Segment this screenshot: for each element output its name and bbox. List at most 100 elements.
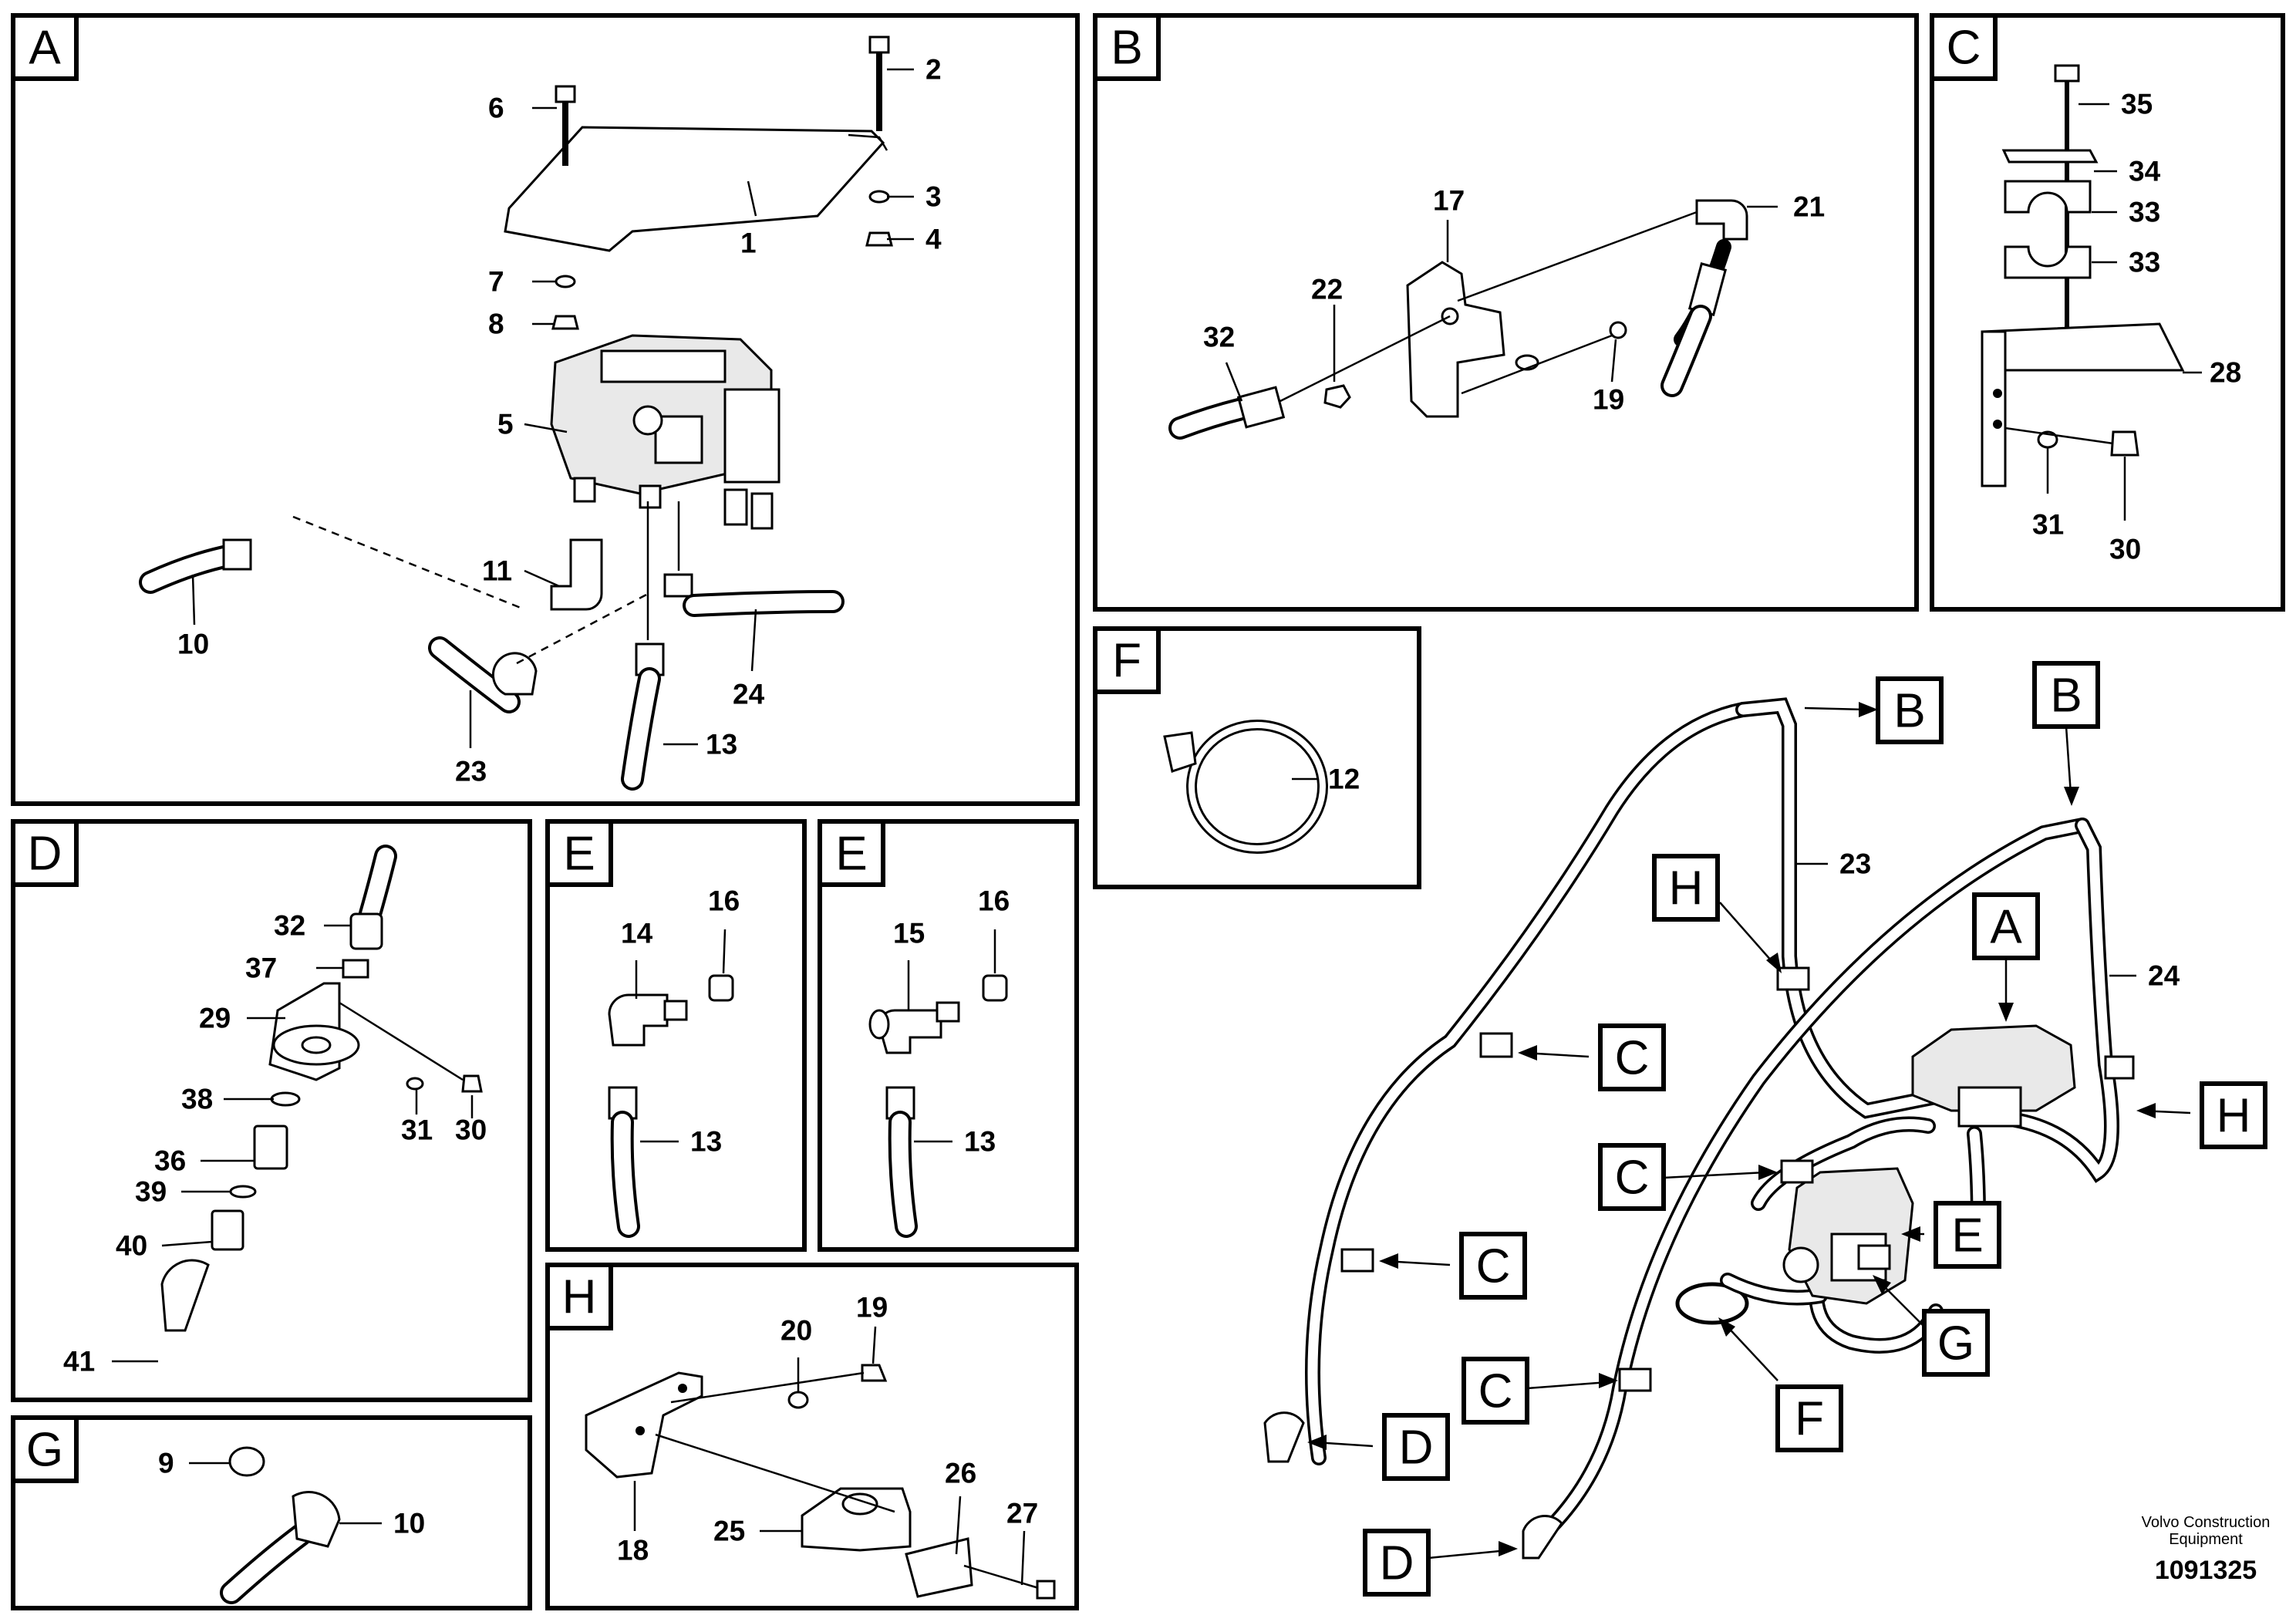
part-number: 13 — [964, 1126, 996, 1158]
part-number: 4 — [925, 224, 942, 255]
part-number: 23 — [1839, 848, 1871, 880]
panel-d-letter: D — [28, 828, 62, 881]
panel-e-letter: E — [835, 828, 867, 881]
part-number: 29 — [199, 1003, 231, 1034]
part-number: 35 — [2121, 89, 2153, 120]
part-number: 34 — [2129, 156, 2161, 187]
part-number: 7 — [488, 266, 504, 298]
part-number: 39 — [135, 1176, 167, 1208]
part-number: 36 — [154, 1145, 186, 1177]
part-number: 3 — [925, 181, 942, 213]
clamp-block — [801, 1487, 912, 1552]
panel-e-14: E 14 16 13 — [545, 819, 807, 1252]
panel-c: C 35 34 33 33 28 31 30 — [1930, 13, 2285, 612]
part-number: 33 — [2129, 247, 2160, 278]
clamp-half-lower — [2004, 245, 2092, 279]
panel-f-letter: F — [1112, 635, 1141, 688]
callout-h: H — [1669, 862, 1704, 916]
callout-h: H — [2217, 1090, 2251, 1143]
callout-g: G — [1937, 1317, 1974, 1371]
part-number: 16 — [978, 885, 1010, 917]
panel-g-letter: G — [26, 1424, 63, 1477]
part-number: 24 — [733, 679, 765, 710]
callout-d: D — [1399, 1421, 1434, 1475]
part-number: 1 — [740, 228, 757, 259]
bracket — [1406, 261, 1505, 418]
part-number: 19 — [856, 1292, 888, 1324]
part-number: 13 — [706, 729, 737, 760]
company-name: Volvo Construction — [2142, 1514, 2271, 1531]
callout-c: C — [1615, 1152, 1650, 1205]
panel-h-letter: H — [562, 1271, 597, 1324]
callout-e: E — [1951, 1209, 1983, 1263]
part-number: 31 — [2032, 509, 2064, 541]
part-number: 21 — [1793, 191, 1825, 223]
panel-g: G 9 10 — [11, 1415, 532, 1610]
part-number: 13 — [690, 1126, 722, 1158]
part-number: 16 — [708, 885, 740, 917]
panel-a-letter: A — [29, 22, 61, 75]
overview-valve-block — [1911, 1024, 2076, 1112]
footer: Volvo Construction Equipment 1091325 — [2142, 1514, 2271, 1585]
part-number: 32 — [1203, 322, 1235, 353]
callout-d: D — [1380, 1537, 1414, 1590]
part-number: 31 — [401, 1114, 433, 1146]
part-number: 28 — [2210, 357, 2241, 389]
panel-a: A — [11, 13, 1080, 806]
panel-d: D 32 37 29 38 36 39 40 41 31 30 — [11, 819, 532, 1402]
panel-h: H 18 19 20 25 26 27 — [545, 1263, 1079, 1610]
callout-b: B — [1893, 685, 1925, 738]
part-number: 30 — [2109, 534, 2141, 565]
part-number: 19 — [1593, 384, 1624, 416]
part-number: 24 — [2148, 960, 2180, 992]
part-number: 25 — [713, 1516, 745, 1547]
panel-c-letter: C — [1947, 22, 1981, 75]
part-number: 27 — [1006, 1498, 1038, 1529]
part-number: 6 — [488, 93, 504, 124]
tee-fitting — [878, 1009, 942, 1054]
callout-b: B — [2050, 669, 2082, 723]
company-name-line2: Equipment — [2169, 1531, 2243, 1548]
part-number: 26 — [945, 1458, 976, 1489]
part-number: 15 — [893, 918, 925, 949]
part-number: 20 — [781, 1315, 812, 1347]
clamp-half-upper — [2004, 180, 2092, 214]
c-bracket — [1981, 322, 2185, 372]
part-number: 14 — [621, 918, 653, 949]
part-number: 30 — [455, 1114, 487, 1146]
panel-e-15: E 15 16 13 — [818, 819, 1079, 1252]
part-number: 22 — [1311, 274, 1343, 305]
h-bracket — [585, 1371, 703, 1479]
part-number: 38 — [181, 1084, 213, 1115]
overview-assembly: 23 24 A B B H H C C — [1263, 661, 2267, 1597]
part-number: 33 — [2129, 197, 2160, 228]
part-number: 37 — [245, 953, 277, 984]
part-number: 23 — [455, 756, 487, 787]
part-number: 18 — [617, 1535, 649, 1566]
clamp-plate — [2001, 149, 2099, 164]
panel-b: B 17 19 21 22 32 — [1093, 13, 1919, 612]
panel-b-letter: B — [1111, 22, 1142, 75]
callout-c: C — [1615, 1032, 1650, 1085]
part-number: 9 — [158, 1448, 174, 1479]
part-number: 8 — [488, 309, 504, 340]
callout-f: F — [1795, 1393, 1824, 1446]
part-number: 40 — [116, 1230, 147, 1262]
callout-a: A — [1990, 901, 2022, 954]
part-number: 11 — [482, 555, 512, 587]
elbow-fitting-90 — [608, 993, 669, 1047]
part-number: 41 — [63, 1346, 95, 1378]
part-number: 10 — [177, 629, 209, 660]
elbow-fitting — [550, 538, 603, 611]
part-number: 32 — [274, 910, 305, 942]
part-number: 12 — [1328, 764, 1360, 795]
drawing-number: 1091325 — [2155, 1556, 2257, 1585]
callout-c: C — [1476, 1240, 1511, 1293]
part-number: 10 — [393, 1508, 425, 1539]
panel-f: F 12 — [1093, 626, 1421, 889]
part-number: 2 — [925, 54, 942, 86]
part-number: 5 — [497, 409, 514, 440]
part-number: 17 — [1433, 185, 1465, 217]
callout-c: C — [1478, 1365, 1513, 1418]
